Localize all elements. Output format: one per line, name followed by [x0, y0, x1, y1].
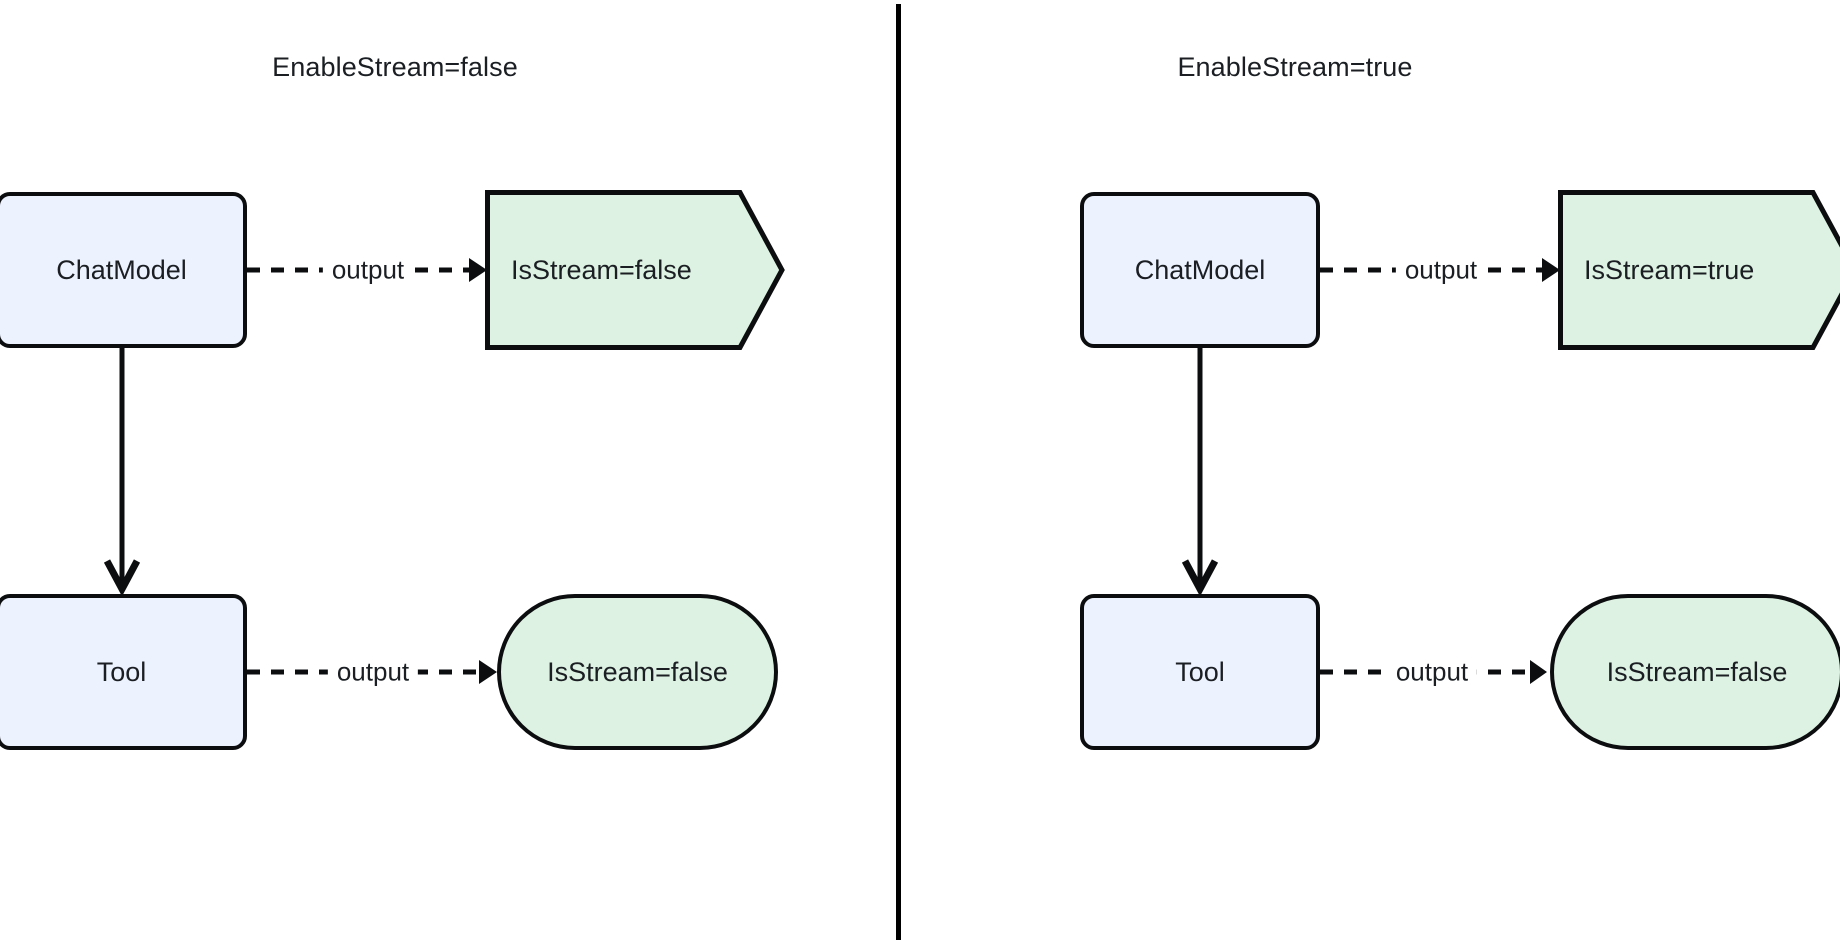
- node-label: IsStream=false: [1606, 656, 1788, 687]
- node-label: Tool: [1175, 656, 1225, 687]
- node-tool-left[interactable]: Tool: [0, 594, 247, 750]
- node-label: IsStream=true: [1584, 254, 1755, 285]
- node-chatmodel-right[interactable]: ChatModel: [1080, 192, 1320, 348]
- edge-tool-to-isstream-left: output: [247, 654, 500, 690]
- edge-label-output: output: [1395, 254, 1487, 286]
- edge-chatmodel-to-isstream-right: output: [1320, 252, 1563, 288]
- edge-chatmodel-to-isstream-left: output: [247, 252, 490, 288]
- node-isstream-flag-right[interactable]: IsStream=true: [1558, 190, 1840, 350]
- node-label: ChatModel: [1134, 254, 1266, 285]
- edge-chatmodel-to-tool-left: [100, 348, 144, 597]
- edge-tool-to-isstream-right: output: [1320, 654, 1550, 690]
- edge-label-output: output: [327, 656, 419, 688]
- node-chatmodel-left[interactable]: ChatModel: [0, 192, 247, 348]
- panel-title-left: EnableStream=false: [272, 52, 518, 82]
- node-isstream-flag-left[interactable]: IsStream=false: [485, 190, 785, 350]
- node-label: IsStream=false: [511, 254, 692, 285]
- node-tool-right[interactable]: Tool: [1080, 594, 1320, 750]
- edge-chatmodel-to-tool-right: [1178, 348, 1222, 597]
- node-isstream-stadium-right[interactable]: IsStream=false: [1550, 594, 1840, 750]
- panel-divider: [896, 4, 901, 940]
- node-label: Tool: [96, 656, 147, 687]
- edge-label-output: output: [1386, 656, 1478, 688]
- node-label: IsStream=false: [547, 656, 728, 687]
- panel-title-right: EnableStream=true: [1177, 52, 1413, 82]
- node-label: ChatModel: [56, 254, 187, 285]
- edge-label-output: output: [322, 254, 414, 286]
- node-isstream-stadium-left[interactable]: IsStream=false: [497, 594, 778, 750]
